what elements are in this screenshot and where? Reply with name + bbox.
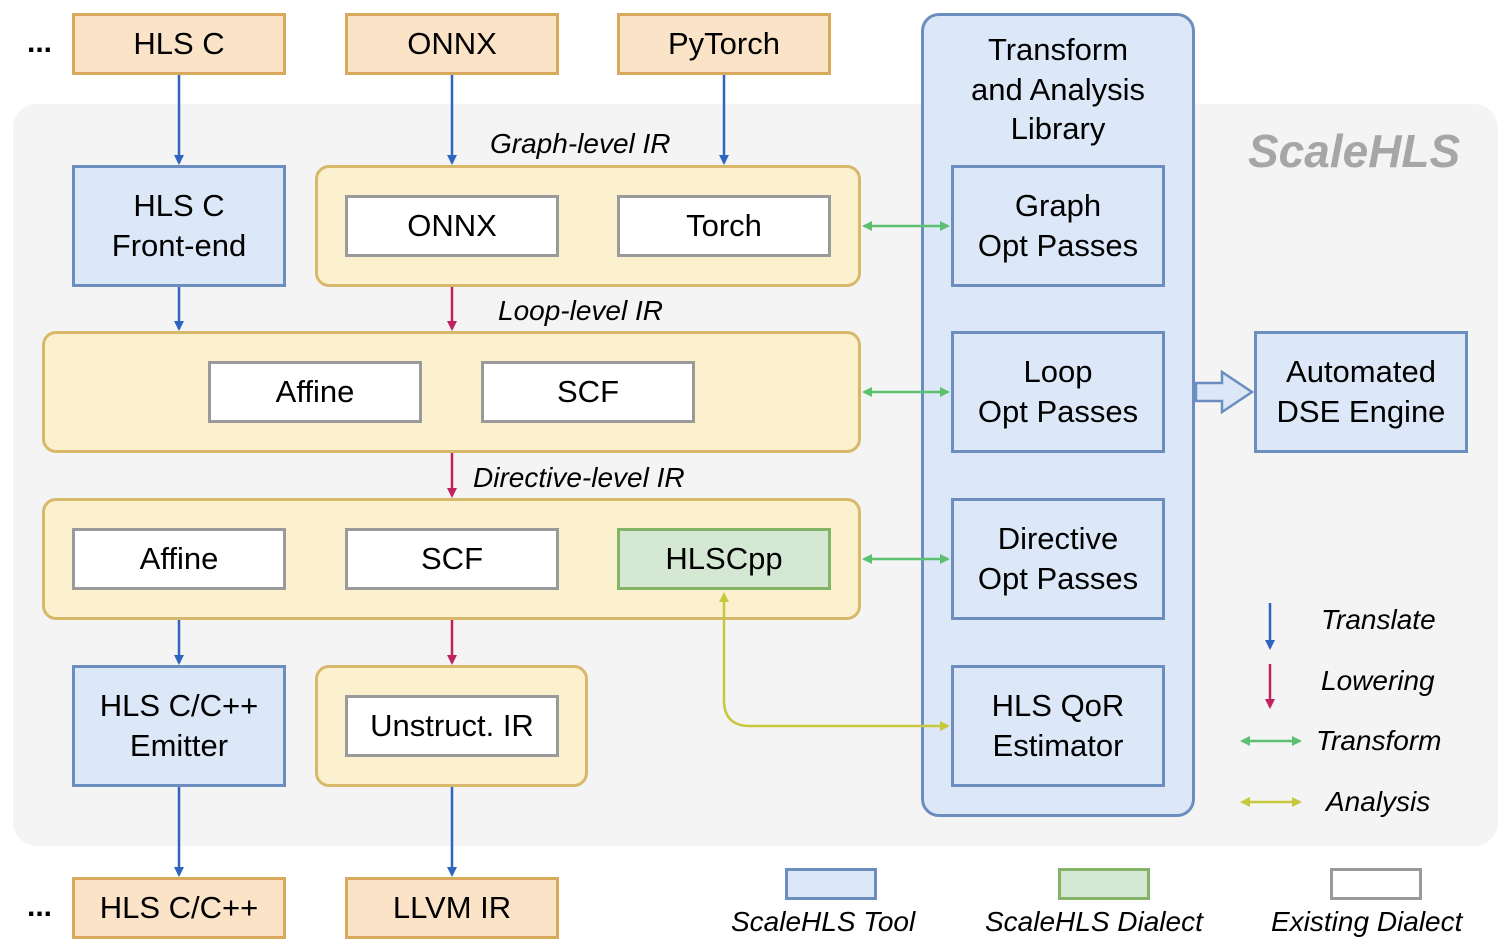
library-title: Transform and Analysis Library bbox=[970, 32, 1146, 147]
input-pytorch: PyTorch bbox=[617, 13, 831, 75]
loop-scf-dialect: SCF bbox=[481, 361, 695, 423]
loop-level-ir-label: Loop-level IR bbox=[498, 295, 663, 326]
directive-affine-dialect: Affine bbox=[72, 528, 286, 590]
hls-cpp-emitter: HLS C/C++ Emitter bbox=[72, 665, 286, 787]
input-onnx: ONNX bbox=[345, 13, 559, 75]
legend-existing-swatch bbox=[1330, 868, 1422, 900]
directive-level-ir-label: Directive-level IR bbox=[473, 462, 685, 493]
legend-transform-label: Transform bbox=[1316, 725, 1442, 756]
legend-dialect-label: ScaleHLS Dialect bbox=[985, 906, 1203, 937]
graph-torch-dialect: Torch bbox=[617, 195, 831, 257]
output-hls-cpp: HLS C/C++ bbox=[72, 877, 286, 939]
graph-opt-passes: Graph Opt Passes bbox=[951, 165, 1165, 287]
loop-opt-passes: Loop Opt Passes bbox=[951, 331, 1165, 453]
legend-translate-label: Translate bbox=[1321, 604, 1436, 635]
directive-opt-passes: Directive Opt Passes bbox=[951, 498, 1165, 620]
input-hls-c: HLS C bbox=[72, 13, 286, 75]
loop-level-ir-group bbox=[42, 331, 861, 453]
output-llvm-ir: LLVM IR bbox=[345, 877, 559, 939]
hls-qor-estimator: HLS QoR Estimator bbox=[951, 665, 1165, 787]
legend-tool-swatch bbox=[785, 868, 877, 900]
scalehls-brand-label: ScaleHLS bbox=[1248, 125, 1461, 177]
legend-analysis-label: Analysis bbox=[1326, 786, 1431, 817]
legend-lowering-label: Lowering bbox=[1321, 665, 1435, 696]
output-ellipsis: ... bbox=[27, 890, 53, 923]
directive-scf-dialect: SCF bbox=[345, 528, 559, 590]
legend-existing-label: Existing Dialect bbox=[1271, 906, 1463, 937]
directive-hlscpp-dialect: HLSCpp bbox=[617, 528, 831, 590]
graph-onnx-dialect: ONNX bbox=[345, 195, 559, 257]
input-ellipsis: ... bbox=[27, 26, 53, 59]
graph-level-ir-label: Graph-level IR bbox=[490, 128, 671, 159]
loop-affine-dialect: Affine bbox=[208, 361, 422, 423]
unstructured-ir-dialect: Unstruct. IR bbox=[345, 695, 559, 757]
legend-dialect-swatch bbox=[1058, 868, 1150, 900]
hls-c-frontend: HLS C Front-end bbox=[72, 165, 286, 287]
legend-tool-label: ScaleHLS Tool bbox=[731, 906, 916, 937]
automated-dse-engine: Automated DSE Engine bbox=[1254, 331, 1468, 453]
